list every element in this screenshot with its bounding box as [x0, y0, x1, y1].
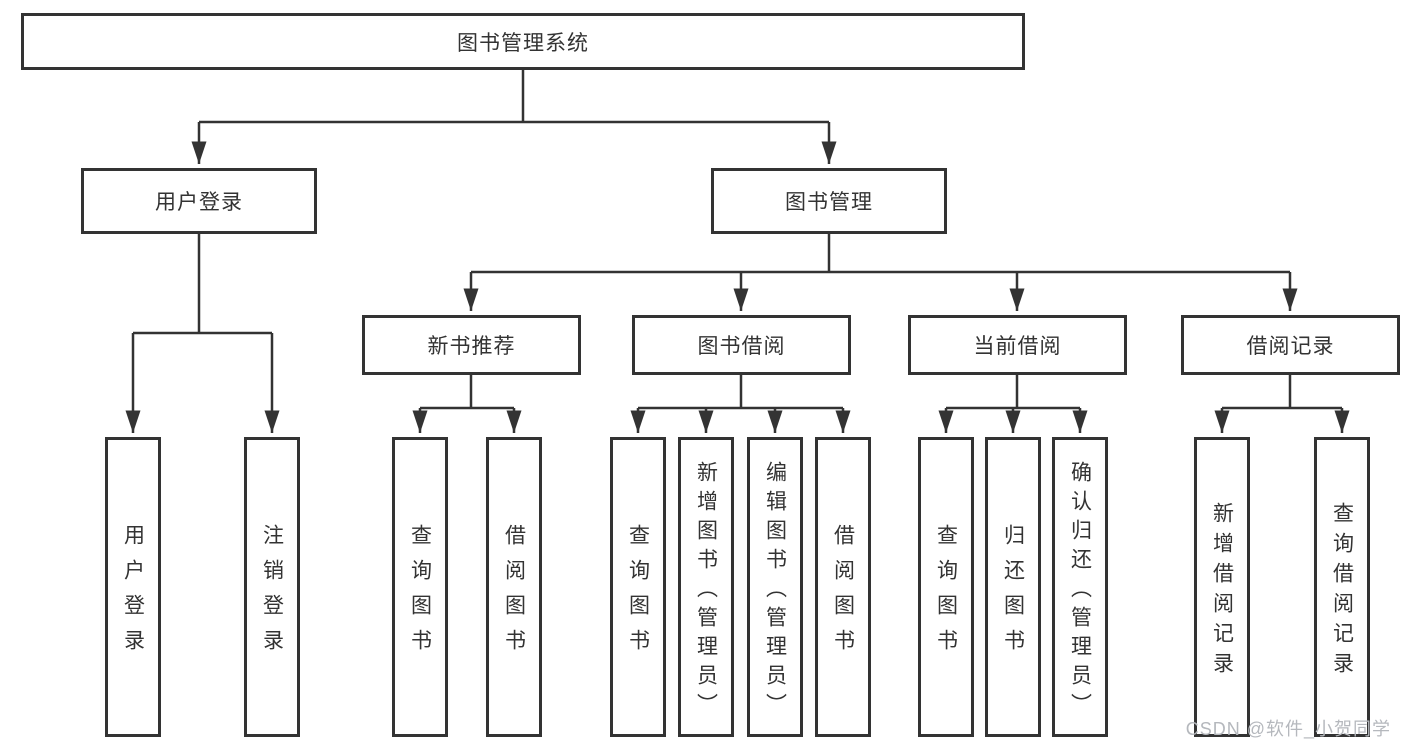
node-label: 当前借阅	[973, 335, 1062, 358]
leaf-query-books-current: 查询图书	[918, 437, 974, 737]
node-current-borrowing: 当前借阅	[908, 315, 1127, 375]
leaf-borrow-books-recommend: 借阅图书	[486, 437, 542, 737]
node-book-management: 图书管理	[711, 168, 947, 234]
node-label: 借阅记录	[1246, 335, 1335, 358]
node-label: 图书借阅	[697, 335, 786, 358]
leaf-query-books-recommend: 查询图书	[392, 437, 448, 737]
csdn-watermark: CSDN @软件_小贺同学	[1185, 719, 1391, 739]
node-label: 确认归还（管理员）	[1068, 460, 1092, 722]
node-label: 图书管理	[785, 191, 873, 214]
node-label: 编辑图书（管理员）	[763, 460, 787, 722]
node-label: 归还图书	[1001, 524, 1025, 664]
node-label: 新增借阅记录	[1210, 501, 1234, 682]
leaf-edit-book-admin: 编辑图书（管理员）	[747, 437, 803, 737]
node-book-borrowing: 图书借阅	[632, 315, 851, 375]
leaf-borrow-books: 借阅图书	[815, 437, 871, 737]
node-label: 查询图书	[934, 524, 958, 664]
node-label: 图书管理系统	[457, 31, 589, 55]
node-label: 用户登录	[155, 191, 243, 214]
node-label: 查询图书	[408, 524, 432, 664]
node-label: 新增图书（管理员）	[694, 460, 718, 722]
leaf-return-books: 归还图书	[985, 437, 1041, 737]
leaf-logout: 注销登录	[244, 437, 300, 737]
node-label: 用户登录	[121, 524, 145, 664]
node-label: 借阅图书	[502, 524, 526, 664]
leaf-user-login: 用户登录	[105, 437, 161, 737]
node-label: 查询图书	[626, 524, 650, 664]
leaf-query-borrow-record: 查询借阅记录	[1314, 437, 1370, 737]
node-label: 新书推荐	[427, 335, 516, 358]
node-new-book-recommend: 新书推荐	[362, 315, 581, 375]
leaf-add-borrow-record: 新增借阅记录	[1194, 437, 1250, 737]
node-label: 借阅图书	[831, 524, 855, 664]
leaf-add-book-admin: 新增图书（管理员）	[678, 437, 734, 737]
leaf-query-books-borrowing: 查询图书	[610, 437, 666, 737]
node-borrowing-records: 借阅记录	[1181, 315, 1400, 375]
node-label: 注销登录	[260, 524, 284, 664]
node-library-management-system: 图书管理系统	[21, 13, 1025, 70]
node-label: 查询借阅记录	[1330, 501, 1354, 682]
node-user-login: 用户登录	[81, 168, 317, 234]
leaf-confirm-return-admin: 确认归还（管理员）	[1052, 437, 1108, 737]
